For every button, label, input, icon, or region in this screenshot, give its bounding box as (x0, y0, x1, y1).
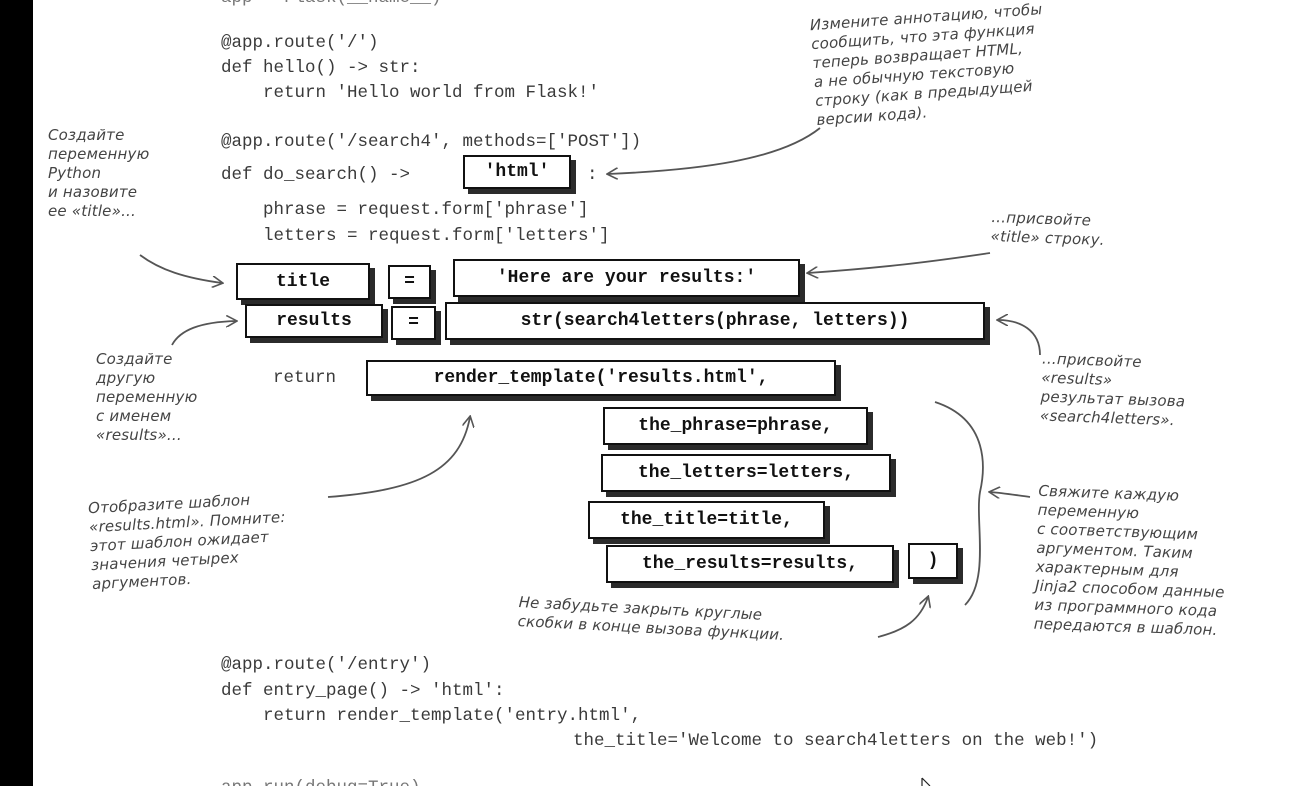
note-bind-variables: Свяжите каждую переменную с соответствую… (1033, 481, 1225, 640)
code-def-search: def do_search() -> (221, 165, 411, 185)
note-close-paren: Не забудьте закрыть круглые скобки в кон… (517, 593, 785, 644)
note-create-results: Создайте другую переменную с именем «res… (96, 350, 198, 444)
note-change-annotation: Измените аннотацию, чтобы сообщить, что … (809, 0, 1043, 129)
code-def-entry: def entry_page() -> 'html': (221, 681, 505, 701)
code-def-hello: def hello() -> str: (221, 58, 421, 78)
code-phrase-line: phrase = request.form['phrase'] (221, 200, 589, 220)
box-title-var: title (236, 263, 370, 300)
box-render-template: render_template('results.html', (366, 360, 836, 396)
code-return-keyword: return (273, 368, 337, 388)
note-assign-results: ...присвойте «results» результат вызова … (1039, 349, 1186, 430)
box-title-value: 'Here are your results:' (453, 259, 800, 297)
box-equals-2: = (391, 306, 436, 340)
box-html-annotation: 'html' (463, 155, 571, 189)
code-entry-title: the_title='Welcome to search4letters on … (573, 731, 1099, 751)
code-return-entry: return render_template('entry.html', (221, 706, 642, 726)
box-the-letters: the_letters=letters, (601, 454, 891, 492)
code-route-entry: @app.route('/entry') (221, 655, 432, 675)
note-assign-title: ...присвойте «title» строку. (990, 208, 1105, 249)
code-letters-line: letters = request.form['letters'] (221, 226, 610, 246)
code-line-partial-top: app = Flask(__name__) (221, 0, 442, 8)
box-the-title: the_title=title, (588, 501, 825, 539)
box-the-phrase: the_phrase=phrase, (603, 407, 868, 445)
box-the-results: the_results=results, (606, 545, 894, 583)
code-colon: : (587, 165, 598, 185)
code-return-hello: return 'Hello world from Flask!' (221, 83, 600, 103)
note-create-title: Создайте переменную Python и назовите ее… (48, 126, 150, 220)
box-results-var: results (245, 304, 383, 338)
code-route-root: @app.route('/') (221, 33, 379, 53)
box-equals-1: = (388, 265, 431, 299)
note-render-template: Отобразите шаблон «results.html». Помнит… (87, 490, 287, 594)
code-line-partial-bottom: app.run(debug=True) (221, 778, 421, 786)
box-closing-paren: ) (908, 543, 958, 579)
code-route-search: @app.route('/search4', methods=['POST']) (221, 132, 642, 152)
box-results-value: str(search4letters(phrase, letters)) (445, 302, 985, 340)
book-page: app = Flask(__name__) @app.route('/') de… (33, 0, 1302, 786)
